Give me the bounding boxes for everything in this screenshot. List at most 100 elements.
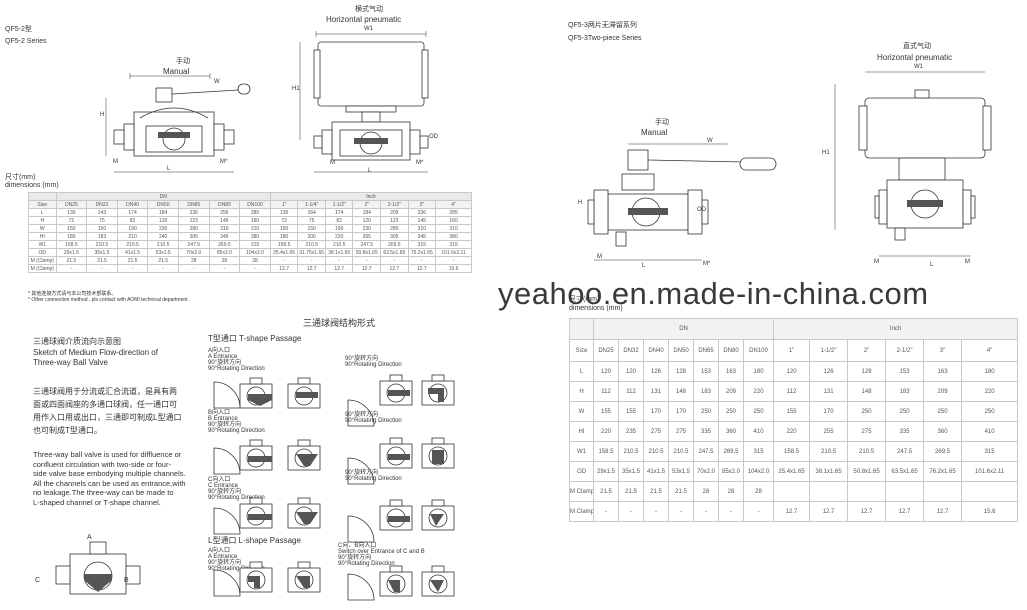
right-cell: 12.7 [809, 501, 849, 522]
para-cn-line: 也可制成T型通口。 [33, 426, 102, 435]
right-cell: 210.5 [618, 441, 644, 462]
right-cell: 183 [885, 381, 925, 402]
right-cell: DN40 [643, 339, 669, 362]
right-cell: 247.5 [885, 441, 925, 462]
sketch-title-en-1: Sketch of Medium Flow-direction of [33, 348, 158, 357]
right-cell: 41x1.5 [643, 461, 669, 482]
left-cell: 70x2.0 [177, 248, 210, 257]
right-cell: 180 [742, 361, 775, 382]
rot-en-3: 90°Rotating Direction [208, 428, 265, 434]
right-cell: 50.8x1.65 [847, 461, 887, 482]
left-cell: 28 [177, 256, 210, 265]
left-cell: 150 [86, 224, 118, 233]
right-cell: - [643, 501, 669, 522]
left-cell: 190 [116, 224, 149, 233]
rot-cn-1: 90°旋转方向 [208, 360, 242, 366]
right-cell: 1" [773, 339, 811, 362]
right-cell: 53x1.5 [668, 461, 694, 482]
left-cell: 12.7 [297, 264, 326, 273]
left-dims-cn: 尺寸(mm) [5, 174, 36, 181]
left-manual-valve-drawing [105, 73, 251, 173]
rot-cn-2: 90°旋转方向 [345, 356, 379, 362]
left-series-en: QF5-2 Series [5, 38, 47, 45]
left-cell: 1-1/2" [324, 200, 354, 209]
left-cell: 1-1/4" [297, 200, 326, 209]
watermark-text: yeahoo.en.made-in-china.com [498, 276, 929, 311]
right-row-label: M Clamp [569, 481, 594, 502]
right-cell: 12.7 [923, 501, 963, 522]
right-cell: 101.6x2.11 [961, 461, 1019, 482]
left-cell: 150 [269, 224, 299, 233]
right-row-label: H [569, 381, 594, 402]
right-pneumatic-cn: 直式气动 [903, 43, 931, 50]
left-cell: 285 [239, 208, 271, 217]
para-en-line: no leakage.The three-way can be made to [33, 488, 174, 497]
right-manual-en: Manual [641, 128, 668, 137]
left-dim-w: W [214, 79, 220, 85]
left-cell: 72 [269, 216, 299, 225]
right-cell: 21.5 [643, 481, 669, 502]
left-note-en: * Other connection method , pls contact … [28, 297, 191, 303]
right-dim-mstar: M* [703, 261, 711, 267]
left-cell: 76.2x1.65 [407, 248, 437, 257]
rot-cn-3: 90°旋转方向 [208, 422, 242, 428]
right-row-label: HI [569, 421, 594, 442]
right-cell: 250 [961, 401, 1019, 422]
sketch-para-cn: 三通球阀用于分流或汇合流道，是具有两 面或四面阀座的多通口球阀，任一通口可 用作… [33, 385, 181, 437]
left-cell: 21.5 [116, 256, 149, 265]
left-cell: 1" [269, 200, 299, 209]
left-cell: 12.7 [380, 264, 409, 273]
left-cell: 75 [86, 216, 118, 225]
left-dims-en: dimensions (mm) [5, 182, 59, 189]
right-cell: - [742, 501, 775, 522]
t-shape-title: T型通口 T-shape Passage [208, 334, 302, 343]
left-row-label: M (Clamp) [28, 264, 57, 273]
right-table-group-row: DN Inch [569, 318, 1019, 340]
left-cell: - [407, 256, 437, 265]
right-dim-l: L [642, 263, 646, 269]
right-cell: 183 [693, 381, 719, 402]
left-cell: 236 [407, 208, 437, 217]
left-cell: 240 [147, 232, 179, 241]
left-cell: 345 [208, 232, 241, 241]
para-en-line: L-shaped channel or T-shape channel. [33, 497, 161, 507]
right-cell: 153 [885, 361, 925, 382]
passage-diagrams [213, 374, 455, 601]
left-cell: 236 [177, 208, 210, 217]
left-cell: - [147, 264, 179, 273]
left-manual-en: Manual [163, 67, 190, 76]
left-dim-h1: H1 [292, 86, 300, 92]
right-cell: 255 [809, 421, 849, 442]
left-cell: 28 [208, 256, 241, 265]
left-cell: DN50 [147, 200, 179, 209]
left-cell: 230 [352, 224, 382, 233]
left-cell: - [269, 256, 299, 265]
cb-entrance-cn: C向、B向入口 [338, 543, 377, 549]
right-cell: 104x2.0 [742, 461, 775, 482]
left-cell: 265 [352, 232, 382, 241]
a-entrance-cn-2: A向入口 [208, 548, 231, 554]
right-cell: 120 [593, 361, 619, 382]
left-cell: - [380, 256, 409, 265]
right-cell: 70x2.0 [693, 461, 719, 482]
sketch-title-en-2: Three-way Ball Valve [33, 358, 108, 367]
right-cell: - [668, 501, 694, 522]
cb-entrance-en: Switch over Entrance of C and B [338, 549, 425, 555]
right-cell: 120 [618, 361, 644, 382]
right-cell: 210.5 [668, 441, 694, 462]
right-cell: 126 [643, 361, 669, 382]
right-cell: 250 [718, 401, 744, 422]
left-dim-od: OD [429, 134, 438, 140]
right-cell: 275 [668, 421, 694, 442]
right-cell: 158.5 [773, 441, 811, 462]
right-cell: 220 [961, 381, 1019, 402]
left-dim-h: H [100, 112, 105, 118]
